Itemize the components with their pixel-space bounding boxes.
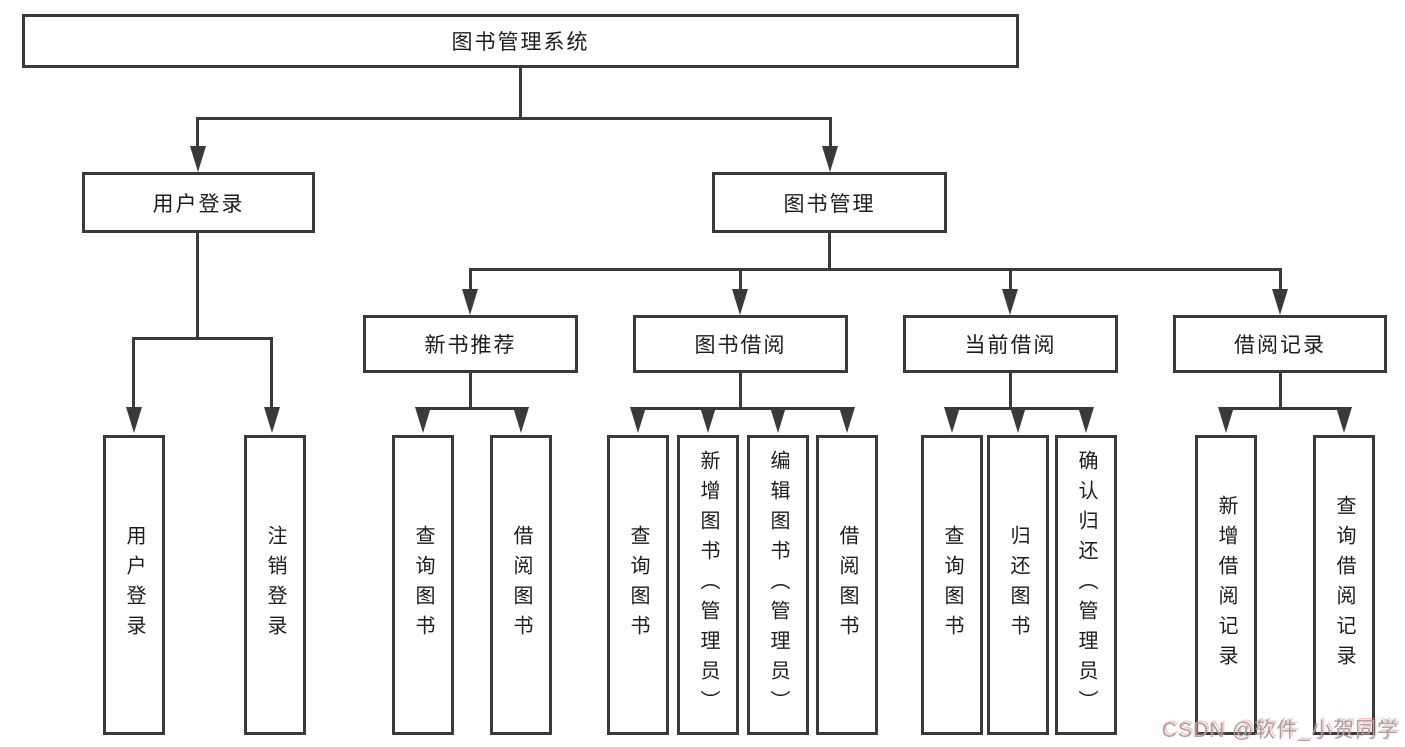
connector-line <box>196 117 199 149</box>
arrow-down-icon <box>1218 407 1234 433</box>
leaf-label: 用户登录 <box>123 525 145 645</box>
connector-line <box>421 407 523 410</box>
leaf-label: 归还图书 <box>1007 525 1029 645</box>
arrow-down-icon <box>839 407 855 433</box>
leaf-query-books-recommend: 查询图书 <box>392 435 454 735</box>
leaf-edit-book-admin: 编辑图书（管理员） <box>747 435 809 735</box>
arrow-down-icon <box>1010 407 1026 433</box>
node-label: 图书借阅 <box>694 334 787 357</box>
arrow-down-icon <box>1078 407 1094 433</box>
leaf-label: 新增借阅记录 <box>1215 495 1237 675</box>
connector-line <box>829 117 832 149</box>
arrow-down-icon <box>264 407 280 433</box>
leaf-label: 查询图书 <box>941 525 963 645</box>
leaf-add-borrow-record: 新增借阅记录 <box>1195 435 1257 735</box>
node-current-borrowing: 当前借阅 <box>903 315 1118 373</box>
connector-line <box>132 337 135 409</box>
leaf-label: 借阅图书 <box>510 525 532 645</box>
leaf-borrow-books: 借阅图书 <box>816 435 878 735</box>
connector-line <box>1279 268 1282 292</box>
arrow-down-icon <box>732 289 748 315</box>
leaf-confirm-return-admin: 确认归还（管理员） <box>1055 435 1117 735</box>
connector-line <box>132 337 273 340</box>
leaf-add-book-admin: 新增图书（管理员） <box>677 435 739 735</box>
arrow-down-icon <box>1002 289 1018 315</box>
arrow-down-icon <box>1272 289 1288 315</box>
arrow-down-icon <box>630 407 646 433</box>
node-label: 新书推荐 <box>424 334 517 357</box>
connector-line <box>469 373 472 409</box>
arrow-down-icon <box>462 289 478 315</box>
connector-line <box>469 268 1282 271</box>
node-label: 当前借阅 <box>964 334 1057 357</box>
leaf-label: 注销登录 <box>264 525 286 645</box>
connector-line <box>196 233 199 339</box>
node-label: 图书管理 <box>783 192 876 216</box>
node-new-book-recommendation: 新书推荐 <box>363 315 578 373</box>
connector-line <box>1009 373 1012 409</box>
node-book-borrowing: 图书借阅 <box>633 315 848 373</box>
connector-line <box>270 337 273 409</box>
connector-line <box>1009 268 1012 292</box>
arrow-down-icon <box>1336 407 1352 433</box>
node-label: 用户登录 <box>152 192 245 216</box>
leaf-return-book: 归还图书 <box>987 435 1049 735</box>
arrow-down-icon <box>126 407 142 433</box>
connector-line <box>636 407 849 410</box>
leaf-label: 查询图书 <box>412 525 434 645</box>
leaf-label: 查询图书 <box>627 525 649 645</box>
connector-line <box>1279 373 1282 409</box>
leaf-label: 确认归还（管理员） <box>1075 450 1097 720</box>
leaf-borrow-books-recommend: 借阅图书 <box>490 435 552 735</box>
node-borrowing-records: 借阅记录 <box>1173 315 1387 373</box>
node-library-management-system: 图书管理系统 <box>22 14 1019 68</box>
arrow-down-icon <box>513 407 529 433</box>
connector-line <box>196 117 832 120</box>
arrow-down-icon <box>944 407 960 433</box>
leaf-query-books-borrow: 查询图书 <box>607 435 669 735</box>
connector-line <box>739 268 742 292</box>
arrow-down-icon <box>770 407 786 433</box>
leaf-query-borrow-record: 查询借阅记录 <box>1313 435 1375 735</box>
leaf-query-books-current: 查询图书 <box>921 435 983 735</box>
leaf-label: 查询借阅记录 <box>1333 495 1355 675</box>
leaf-user-login: 用户登录 <box>103 435 165 735</box>
leaf-label: 新增图书（管理员） <box>697 450 719 720</box>
connector-line <box>1224 407 1346 410</box>
connector-line <box>519 68 522 120</box>
arrow-down-icon <box>822 146 838 172</box>
leaf-label: 编辑图书（管理员） <box>767 450 789 720</box>
connector-line <box>469 268 472 292</box>
leaf-label: 借阅图书 <box>836 525 858 645</box>
arrow-down-icon <box>700 407 716 433</box>
arrow-down-icon <box>190 146 206 172</box>
arrow-down-icon <box>415 407 431 433</box>
csdn-watermark: CSDN @软件_小贺同学 <box>1161 719 1399 742</box>
node-label: 借阅记录 <box>1234 334 1326 357</box>
connector-line <box>739 373 742 409</box>
node-user-login: 用户登录 <box>82 172 315 233</box>
leaf-logout: 注销登录 <box>244 435 306 735</box>
node-book-management: 图书管理 <box>712 172 947 233</box>
connector-line <box>828 233 831 270</box>
node-label: 图书管理系统 <box>451 31 590 54</box>
